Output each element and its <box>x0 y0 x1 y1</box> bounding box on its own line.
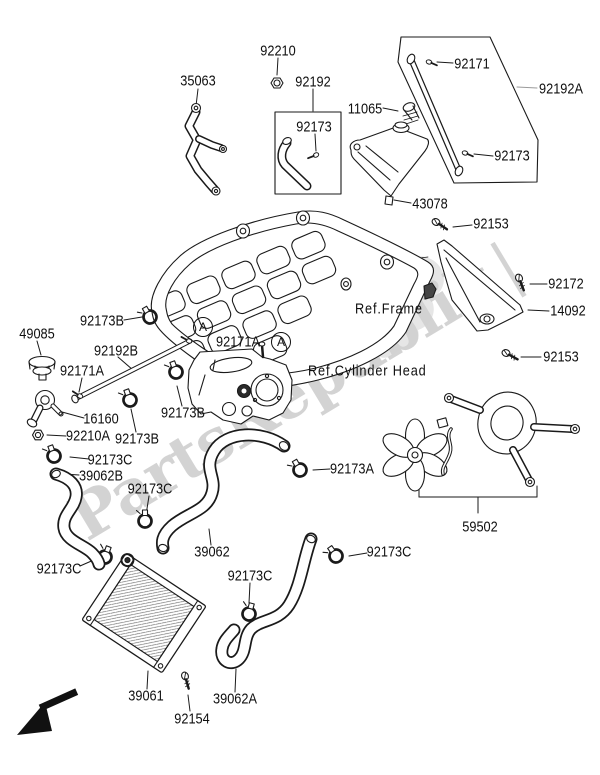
part-label-43078: 43078 <box>412 195 448 213</box>
fan-59502 <box>382 391 581 492</box>
direction-arrow <box>17 688 79 735</box>
hose-39062A <box>215 532 318 670</box>
cover-tray-ref-frame <box>150 210 435 389</box>
part-label-92192B: 92192B <box>94 342 138 360</box>
part-label-92154: 92154 <box>174 710 210 728</box>
screw-92154 <box>178 669 195 691</box>
part-label-92173A: 92173A <box>330 460 374 478</box>
hose-39062B <box>49 467 106 571</box>
part-label-14092: 14092 <box>550 302 586 320</box>
part-label-16160: 16160 <box>83 410 119 428</box>
clamp-92173C-bottom-right <box>321 541 347 568</box>
part-label-92173B-center: 92173B <box>161 404 205 422</box>
part-label-39061: 39061 <box>128 687 164 705</box>
part-label-49085: 49085 <box>19 325 55 343</box>
part-label-39062: 39062 <box>194 543 230 561</box>
part-label-92192: 92192 <box>295 73 331 91</box>
clamp-92173C-mid <box>135 508 153 529</box>
part-label-92173C-mid: 92173C <box>127 480 173 498</box>
box-92192A <box>397 36 539 184</box>
part-label-92192A: 92192A <box>539 80 583 98</box>
clamp-92173C-left <box>40 442 64 467</box>
nut-92210A <box>31 429 45 441</box>
ref-label-cylinder-head: Ref.Cylinder Head <box>308 362 427 380</box>
part-label-92153-top: 92153 <box>473 215 509 233</box>
part-label-92173C-lowerleft: 92173C <box>36 560 82 578</box>
clamp-92173B-left <box>116 386 140 411</box>
part-label-35063: 35063 <box>180 72 216 90</box>
screw-92153-mid <box>499 347 521 363</box>
part-label-92210: 92210 <box>260 42 296 60</box>
clamp-92173B-center <box>162 358 186 383</box>
part-label-39062A: 39062A <box>213 690 257 708</box>
pipe-92192B <box>70 335 194 404</box>
callout-marker-a1: A <box>193 317 213 337</box>
part-label-92172: 92172 <box>548 275 584 293</box>
damper-11065 <box>402 102 420 125</box>
nut-92210 <box>270 77 284 89</box>
part-label-92153-mid: 92153 <box>543 348 579 366</box>
part-label-92173B-midleft: 92173B <box>115 430 159 448</box>
clamp-92173A <box>285 455 311 482</box>
part-label-92171A-left: 92171A <box>60 362 104 380</box>
part-label-92173C-bottomright: 92173C <box>366 543 412 561</box>
bracket-35063 <box>184 102 228 196</box>
part-label-92171A-center: 92171A <box>216 333 260 351</box>
part-label-92173-box: 92173 <box>296 118 332 136</box>
part-label-39062B: 39062B <box>79 467 123 485</box>
part-label-59502: 59502 <box>462 518 498 536</box>
part-label-92171: 92171 <box>454 55 490 73</box>
part-label-92210A: 92210A <box>66 427 110 445</box>
part-label-92173C-left: 92173C <box>87 451 133 469</box>
cylinder-head-ref <box>187 341 293 425</box>
screw-92153-top <box>429 216 451 233</box>
part-label-92173-right: 92173 <box>494 147 530 165</box>
radiator-39061 <box>82 553 206 673</box>
screw-92172 <box>512 271 530 293</box>
reservoir-43078 <box>349 121 430 206</box>
part-label-92173C-bottommid: 92173C <box>227 567 273 585</box>
box-92192 <box>274 111 342 195</box>
callout-marker-a2: A <box>271 332 291 352</box>
part-label-92173B-top: 92173B <box>80 312 124 330</box>
hose-39062 <box>155 428 291 555</box>
part-label-11065: 11065 <box>347 100 383 118</box>
fitting-16160 <box>26 389 64 428</box>
bracket-14092 <box>423 239 524 332</box>
ref-label-frame: Ref.Frame <box>355 300 423 318</box>
radiator-cap-49085 <box>28 355 56 381</box>
